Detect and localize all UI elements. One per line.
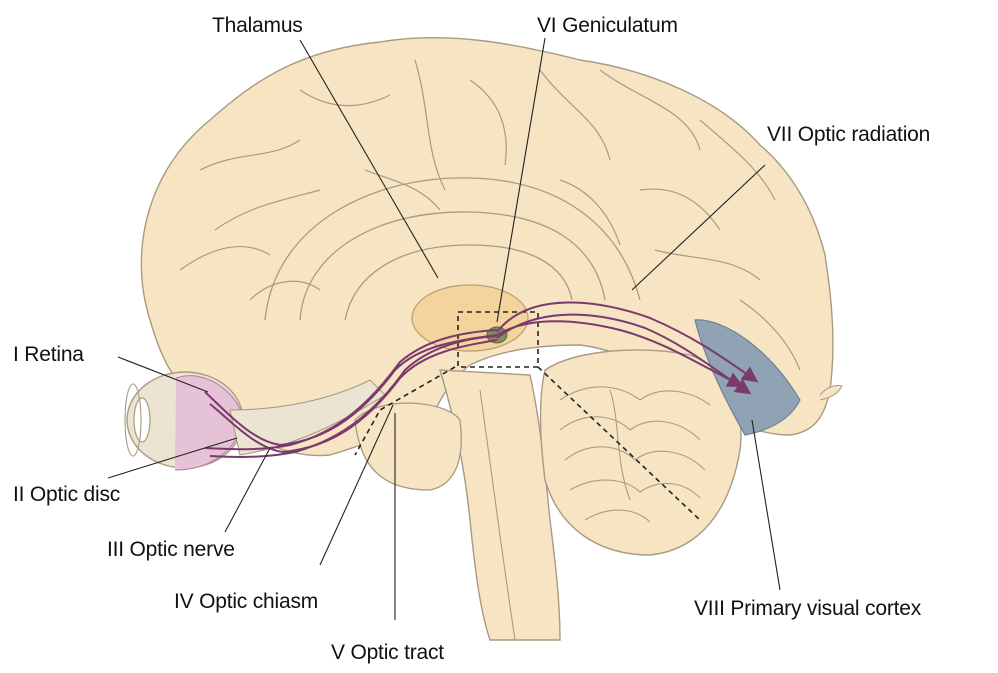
label-optic-chiasm: IV Optic chiasm: [174, 591, 318, 612]
lens-icon: [134, 398, 150, 442]
label-optic-tract: V Optic tract: [331, 642, 444, 663]
label-optic-disc: II Optic disc: [13, 484, 120, 505]
label-optic-radiation: VII Optic radiation: [767, 124, 930, 145]
label-retina: I Retina: [13, 344, 84, 365]
leader-visual-cortex: [752, 420, 780, 590]
leader-optic-nerve: [225, 448, 270, 532]
label-geniculatum: VI Geniculatum: [537, 15, 678, 36]
eye: [125, 372, 244, 470]
label-primary-visual-cortex: VIII Primary visual cortex: [694, 598, 921, 619]
pons: [355, 403, 461, 490]
cerebellum: [540, 350, 740, 555]
label-optic-nerve: III Optic nerve: [107, 539, 235, 560]
label-thalamus: Thalamus: [212, 15, 303, 36]
